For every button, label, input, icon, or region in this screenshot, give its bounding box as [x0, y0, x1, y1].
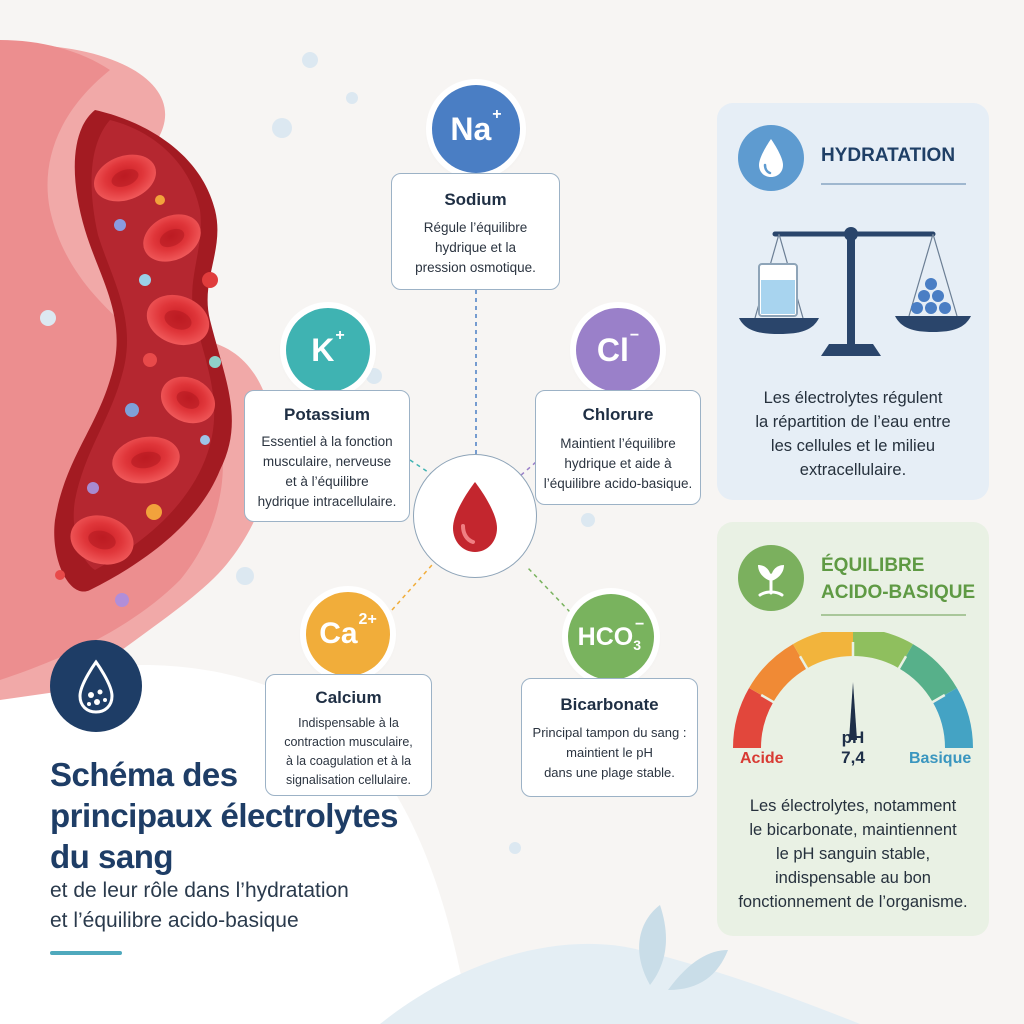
sodium-desc-3: pression osmotique. — [415, 260, 536, 275]
hydratation-panel: HYDRATATION Les électrolytes régulent la… — [717, 103, 989, 500]
equilibre-text-5: fonctionnement de l’organisme. — [738, 893, 968, 911]
equilibre-panel: ÉQUILIBRE ACIDO-BASIQUE Acide Basique pH… — [717, 522, 989, 936]
equilibre-badge — [738, 545, 804, 611]
bicarbonate-name: Bicarbonate — [560, 695, 659, 714]
calcium-charge: 2+ — [358, 611, 377, 628]
chlorure-charge: − — [629, 327, 640, 344]
decorative-bubbles — [40, 52, 595, 854]
chlorure-card: Chlorure Maintient l’équilibre hydrique … — [535, 390, 701, 505]
chlorure-desc-1: Maintient l’équilibre — [560, 436, 676, 451]
balance-scale-icon — [739, 227, 971, 356]
ph-readout: pH 7,4 — [823, 728, 883, 768]
equilibre-text-4: indispensable au bon — [775, 869, 931, 887]
leaf-icon — [758, 565, 784, 597]
bicarbonate-desc-1: Principal tampon du sang : — [532, 725, 687, 740]
sodium-symbol: Na — [450, 110, 492, 147]
bicarbonate-card: Bicarbonate Principal tampon du sang : m… — [521, 678, 698, 797]
potassium-name: Potassium — [284, 405, 370, 424]
chlorure-ion-badge: Cl− — [576, 308, 660, 392]
page-title: Schéma des principaux électrolytes du sa… — [50, 754, 398, 877]
calcium-card: Calcium Indispensable à la contraction m… — [265, 674, 432, 796]
subtitle-line-1: et de leur rôle dans l’hydratation — [50, 879, 349, 902]
potassium-card: Potassium Essentiel à la fonction muscul… — [244, 390, 410, 522]
sodium-charge: + — [492, 106, 502, 123]
blood-drop-icon — [452, 481, 497, 552]
red-blood-cells — [70, 154, 216, 565]
bicarbonate-desc-2: maintient le pH — [566, 745, 653, 760]
calcium-desc-1: Indispensable à la — [298, 716, 399, 730]
sodium-name: Sodium — [444, 190, 507, 209]
sodium-desc-2: hydrique et la — [434, 240, 517, 255]
hydratation-text: Les électrolytes régulent la répartition… — [717, 386, 989, 482]
leaf-decoration — [639, 905, 728, 990]
equilibre-divider — [821, 614, 966, 616]
chlorure-desc-2: hydrique et aide à — [564, 456, 672, 471]
page-subtitle: et de leur rôle dans l’hydratation et l’… — [50, 876, 349, 936]
hydratation-divider — [821, 183, 966, 185]
subtitle-line-2: et l’équilibre acido-basique — [50, 909, 299, 932]
equilibre-heading-2: ACIDO-BASIQUE — [821, 582, 976, 603]
gauge-base-label: Basique — [909, 750, 972, 767]
title-drop-badge — [50, 640, 142, 732]
sodium-card: Sodium Régule l’équilibre hydrique et la… — [391, 173, 560, 290]
hydratation-heading: HYDRATATION — [821, 145, 956, 166]
title-underline — [50, 951, 122, 955]
potassium-symbol: K — [311, 331, 335, 368]
hydratation-text-1: Les électrolytes régulent — [763, 389, 943, 407]
ion-particles — [55, 195, 221, 607]
equilibre-heading-1: ÉQUILIBRE — [821, 555, 925, 576]
equilibre-text-1: Les électrolytes, notamment — [749, 797, 957, 815]
sodium-desc-1: Régule l’équilibre — [423, 220, 528, 235]
chlorure-desc-3: l’équilibre acido-basique. — [543, 476, 693, 491]
potassium-desc-3: et à l’équilibre — [285, 474, 369, 489]
title-line-2: principaux électrolytes — [50, 797, 398, 834]
calcium-desc-3: à la coagulation et à la — [285, 754, 412, 768]
chlorure-name: Chlorure — [582, 405, 654, 424]
potassium-desc-1: Essentiel à la fonction — [261, 434, 393, 449]
equilibre-heading: ÉQUILIBRE ACIDO-BASIQUE — [821, 552, 975, 606]
bicarbonate-subscript: 3 — [633, 637, 641, 653]
calcium-desc-4: signalisation cellulaire. — [285, 773, 412, 787]
ph-value: 7,4 — [841, 748, 865, 767]
hydratation-text-2: la répartition de l’eau entre — [755, 413, 951, 431]
water-drop-icon — [759, 139, 783, 177]
hydratation-text-4: extracellulaire. — [799, 461, 907, 479]
calcium-name: Calcium — [315, 688, 382, 707]
potassium-charge: + — [335, 327, 345, 344]
drop-with-dots-icon — [78, 659, 114, 714]
ph-label: pH — [841, 728, 865, 747]
title-line-3: du sang — [50, 838, 174, 875]
hydratation-badge — [738, 125, 804, 191]
calcium-desc-2: contraction musculaire, — [284, 735, 413, 749]
hydratation-text-3: les cellules et le milieu — [770, 437, 936, 455]
title-line-1: Schéma des — [50, 756, 238, 793]
potassium-ion-badge: K+ — [286, 308, 370, 392]
potassium-desc-2: musculaire, nerveuse — [262, 454, 392, 469]
equilibre-text-2: le bicarbonate, maintiennent — [749, 821, 957, 839]
chlorure-symbol: Cl — [596, 331, 629, 368]
equilibre-text-3: le pH sanguin stable, — [775, 845, 931, 863]
bicarbonate-symbol: HCO — [577, 622, 634, 651]
ph-gauge — [733, 632, 973, 749]
calcium-symbol: Ca — [319, 617, 358, 650]
bicarbonate-desc-3: dans une plage stable. — [544, 765, 675, 780]
equilibre-text: Les électrolytes, notamment le bicarbona… — [717, 794, 989, 914]
gauge-acid-label: Acide — [740, 750, 784, 767]
bicarbonate-charge: − — [635, 616, 645, 633]
center-blood-drop — [413, 454, 537, 578]
potassium-desc-4: hydrique intracellulaire. — [257, 494, 397, 509]
sodium-ion-badge: Na+ — [432, 85, 520, 173]
